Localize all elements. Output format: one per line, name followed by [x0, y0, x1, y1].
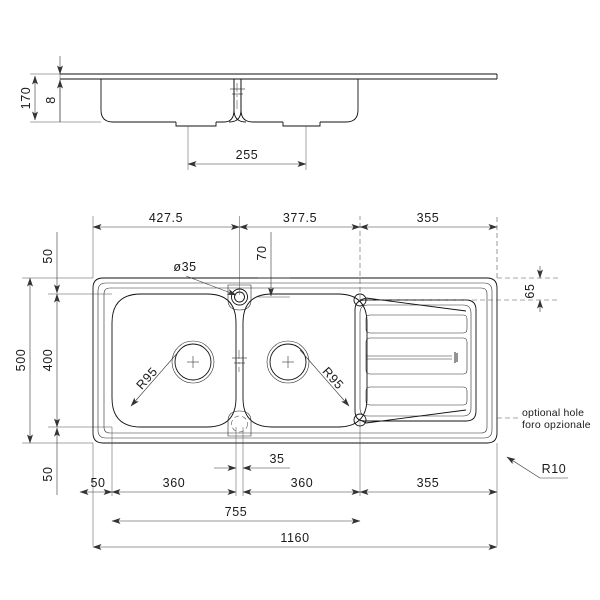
- plan-bottom-hole: [227, 410, 252, 437]
- leader-r95-right: R95: [299, 349, 350, 407]
- dim-label-r95-left: R95: [134, 364, 161, 392]
- note-optional-hole: optional hole foro opzionale: [497, 407, 591, 431]
- plan-center-marks: [232, 350, 247, 372]
- plan-left-drain: [171, 340, 215, 384]
- plan-view: R95 R95 ø35 R10 optional hole foro opzio…: [14, 211, 591, 550]
- elevation-rim: [60, 73, 498, 80]
- leader-r95-left: R95: [130, 349, 181, 407]
- dim-label-170: 170: [19, 87, 33, 110]
- dim-tap-hole-70: 70: [255, 232, 290, 298]
- drainer-channels: [365, 314, 468, 406]
- dim-elevation-thickness-8: 8: [44, 56, 63, 122]
- dim-label-8: 8: [44, 96, 58, 104]
- dim-label-1160: 1160: [280, 531, 309, 545]
- elevation-left-bowl: [100, 79, 235, 127]
- note-optional-hole-it: foro opzionale: [522, 419, 591, 431]
- plan-drainer: [354, 297, 477, 424]
- dim-label-r95-right: R95: [319, 364, 346, 392]
- dim-label-70: 70: [255, 245, 269, 260]
- dim-label-50-bottom: 50: [41, 466, 55, 481]
- plan-left-bowl: [111, 293, 237, 428]
- dim-label-355-bottom: 355: [417, 476, 440, 490]
- dim-label-360-left: 360: [163, 476, 186, 490]
- dim-label-35: 35: [269, 452, 284, 466]
- dim-label-65: 65: [523, 283, 537, 298]
- leader-tap-hole-dia: ø35: [173, 260, 237, 296]
- elevation-view: 170 8 255: [19, 56, 498, 170]
- dim-elevation-height-170: 170: [19, 73, 101, 123]
- elevation-divider: [228, 79, 247, 123]
- dim-label-500: 500: [14, 349, 28, 372]
- dim-label-50-top: 50: [41, 248, 55, 263]
- dim-label-dia35: ø35: [173, 260, 196, 274]
- dim-label-50-left-margin: 50: [90, 476, 105, 490]
- dim-label-755: 755: [225, 505, 248, 519]
- dim-label-255: 255: [236, 148, 259, 162]
- dim-left-chain: 500 400 50 50: [14, 232, 112, 495]
- plan-right-bowl: [242, 293, 368, 428]
- dim-optional-hole-65: 65: [360, 266, 560, 312]
- dim-top-chain: 427.5 377.5 355: [92, 211, 498, 300]
- plan-right-drain: [266, 340, 310, 384]
- dim-label-427-5: 427.5: [149, 211, 183, 225]
- dim-label-360-right: 360: [291, 476, 314, 490]
- dim-label-400: 400: [41, 349, 55, 372]
- elevation-right-bowl: [240, 79, 359, 127]
- dim-elevation-255: 255: [187, 126, 307, 170]
- dim-label-355-top: 355: [417, 211, 440, 225]
- dim-bottom-chain: 50 360 35 360 355 755 1160: [79, 420, 498, 550]
- dim-label-r10: R10: [542, 462, 567, 476]
- leader-r10: R10: [506, 456, 568, 479]
- dim-label-377-5: 377.5: [283, 211, 317, 225]
- plan-outer-body: [92, 277, 498, 444]
- note-optional-hole-en: optional hole: [522, 407, 584, 419]
